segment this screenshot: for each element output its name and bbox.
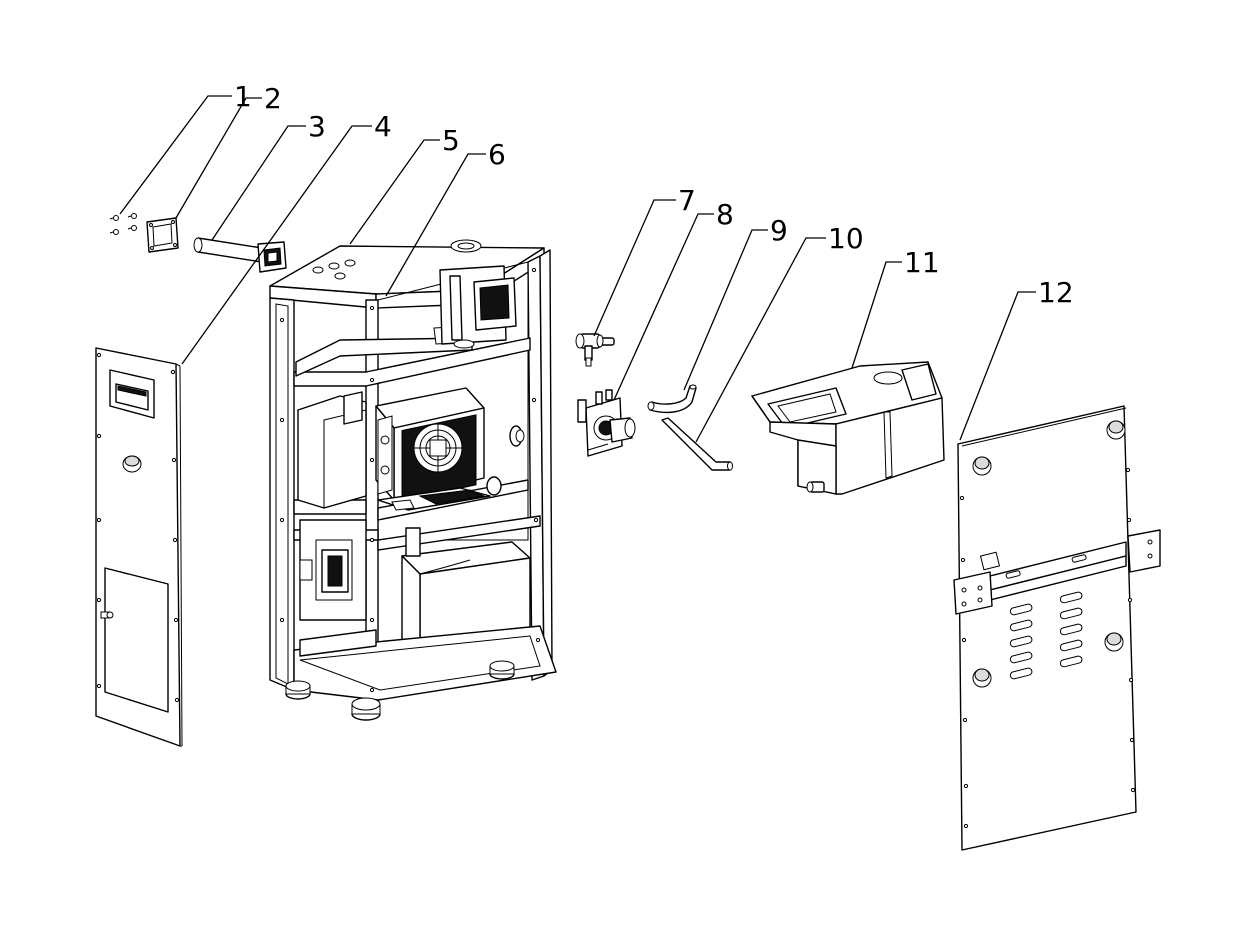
callout-4: 4 xyxy=(374,110,392,143)
callout-7: 7 xyxy=(678,184,696,217)
part-hose xyxy=(647,384,697,414)
part-pump xyxy=(577,389,636,457)
part-exhaust-tube xyxy=(193,237,287,273)
callout-10: 10 xyxy=(828,222,864,255)
part-gasket-plate xyxy=(146,217,179,253)
callout-6: 6 xyxy=(488,138,506,171)
part-cabinet-frame xyxy=(269,239,557,721)
callout-9: 9 xyxy=(770,214,788,247)
part-water-tank xyxy=(751,361,945,495)
part-screws xyxy=(109,213,137,235)
part-tee-valve xyxy=(575,333,615,367)
callout-11: 11 xyxy=(904,246,940,279)
callout-2: 2 xyxy=(264,82,282,115)
leader-lines xyxy=(119,95,1036,443)
part-front-panel xyxy=(95,347,183,747)
callout-numbers: 1 2 3 4 5 6 7 8 9 10 11 12 xyxy=(234,80,1074,309)
part-l-tube xyxy=(661,417,733,471)
callout-1: 1 xyxy=(234,80,252,113)
callout-12: 12 xyxy=(1038,276,1074,309)
callout-5: 5 xyxy=(442,124,460,157)
part-side-panel xyxy=(953,405,1161,851)
callout-8: 8 xyxy=(716,198,734,231)
callout-3: 3 xyxy=(308,110,326,143)
